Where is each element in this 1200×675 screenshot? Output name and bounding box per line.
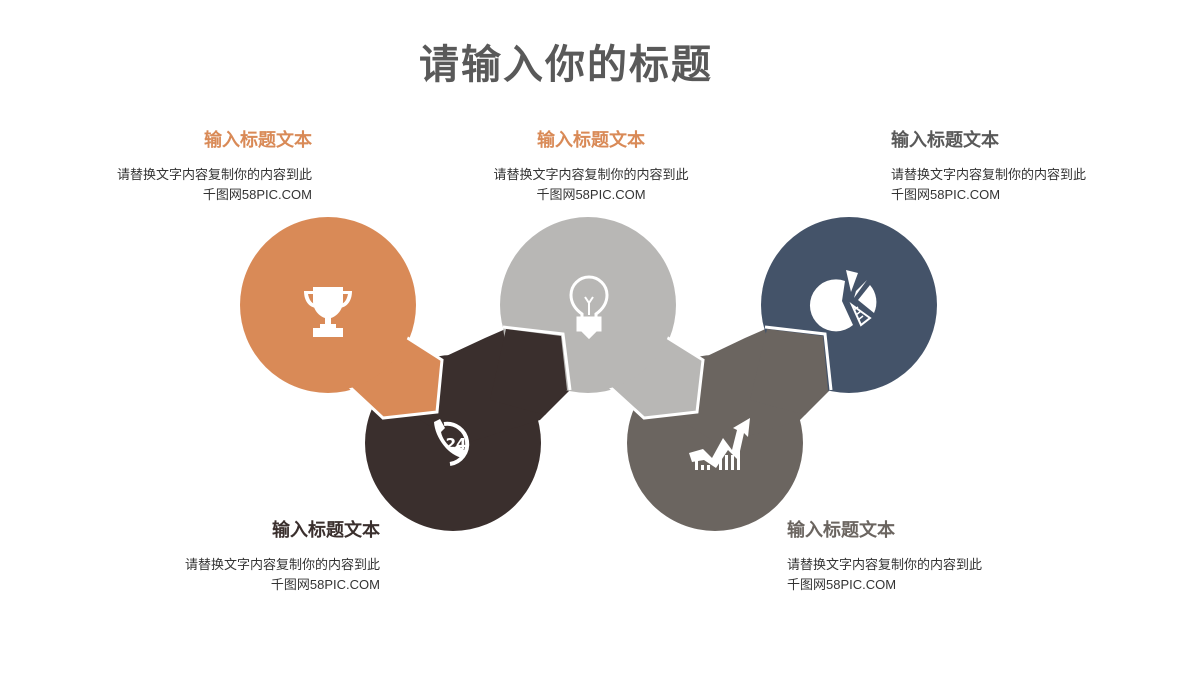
step-3-heading: 输入标题文本 [537, 130, 645, 150]
step-1-shape [240, 217, 444, 420]
step-2-body-line2: 千图网58PIC.COM [270, 577, 380, 592]
step-4-body-line2: 千图网58PIC.COM [787, 577, 897, 592]
step-5-body-line2: 千图网58PIC.COM [891, 187, 1001, 202]
lightbulb-icon [569, 275, 609, 340]
step-2-body-line1: 请替换文字内容复制你的内容到此 [184, 557, 380, 572]
svg-text:24: 24 [446, 435, 467, 453]
step-2-heading: 输入标题文本 [272, 520, 380, 540]
step-5-body-line1: 请替换文字内容复制你的内容到此 [891, 167, 1087, 182]
step-3-body-line2: 千图网58PIC.COM [536, 187, 646, 202]
step-4-heading: 输入标题文本 [787, 520, 895, 540]
growth-chart-icon [689, 418, 750, 470]
step-5-text: 输入标题文本 请替换文字内容复制你的内容到此 千图网58PIC.COM [891, 129, 1131, 205]
step-3-text: 输入标题文本 请替换文字内容复制你的内容到此 千图网58PIC.COM [471, 129, 711, 205]
step-4-text: 输入标题文本 请替换文字内容复制你的内容到此 千图网58PIC.COM [787, 519, 1027, 595]
step-1-body-line2: 千图网58PIC.COM [202, 187, 312, 202]
pie-chart-icon [809, 270, 877, 332]
page-title: 请输入你的标题 [419, 41, 713, 88]
phone-24h-icon: 24 [434, 419, 470, 466]
step-5-shape [750, 217, 937, 415]
step-1-text: 输入标题文本 请替换文字内容复制你的内容到此 千图网58PIC.COM [72, 129, 312, 205]
step-2-text: 输入标题文本 请替换文字内容复制你的内容到此 千图网58PIC.COM [140, 519, 380, 595]
step-3-body-line1: 请替换文字内容复制你的内容到此 [493, 167, 689, 182]
trophy-icon [304, 287, 352, 337]
step-1-body-line1: 请替换文字内容复制你的内容到此 [116, 167, 312, 182]
step-4-body-line1: 请替换文字内容复制你的内容到此 [787, 557, 983, 572]
step-5-heading: 输入标题文本 [891, 130, 999, 150]
step-1-heading: 输入标题文本 [204, 130, 312, 150]
